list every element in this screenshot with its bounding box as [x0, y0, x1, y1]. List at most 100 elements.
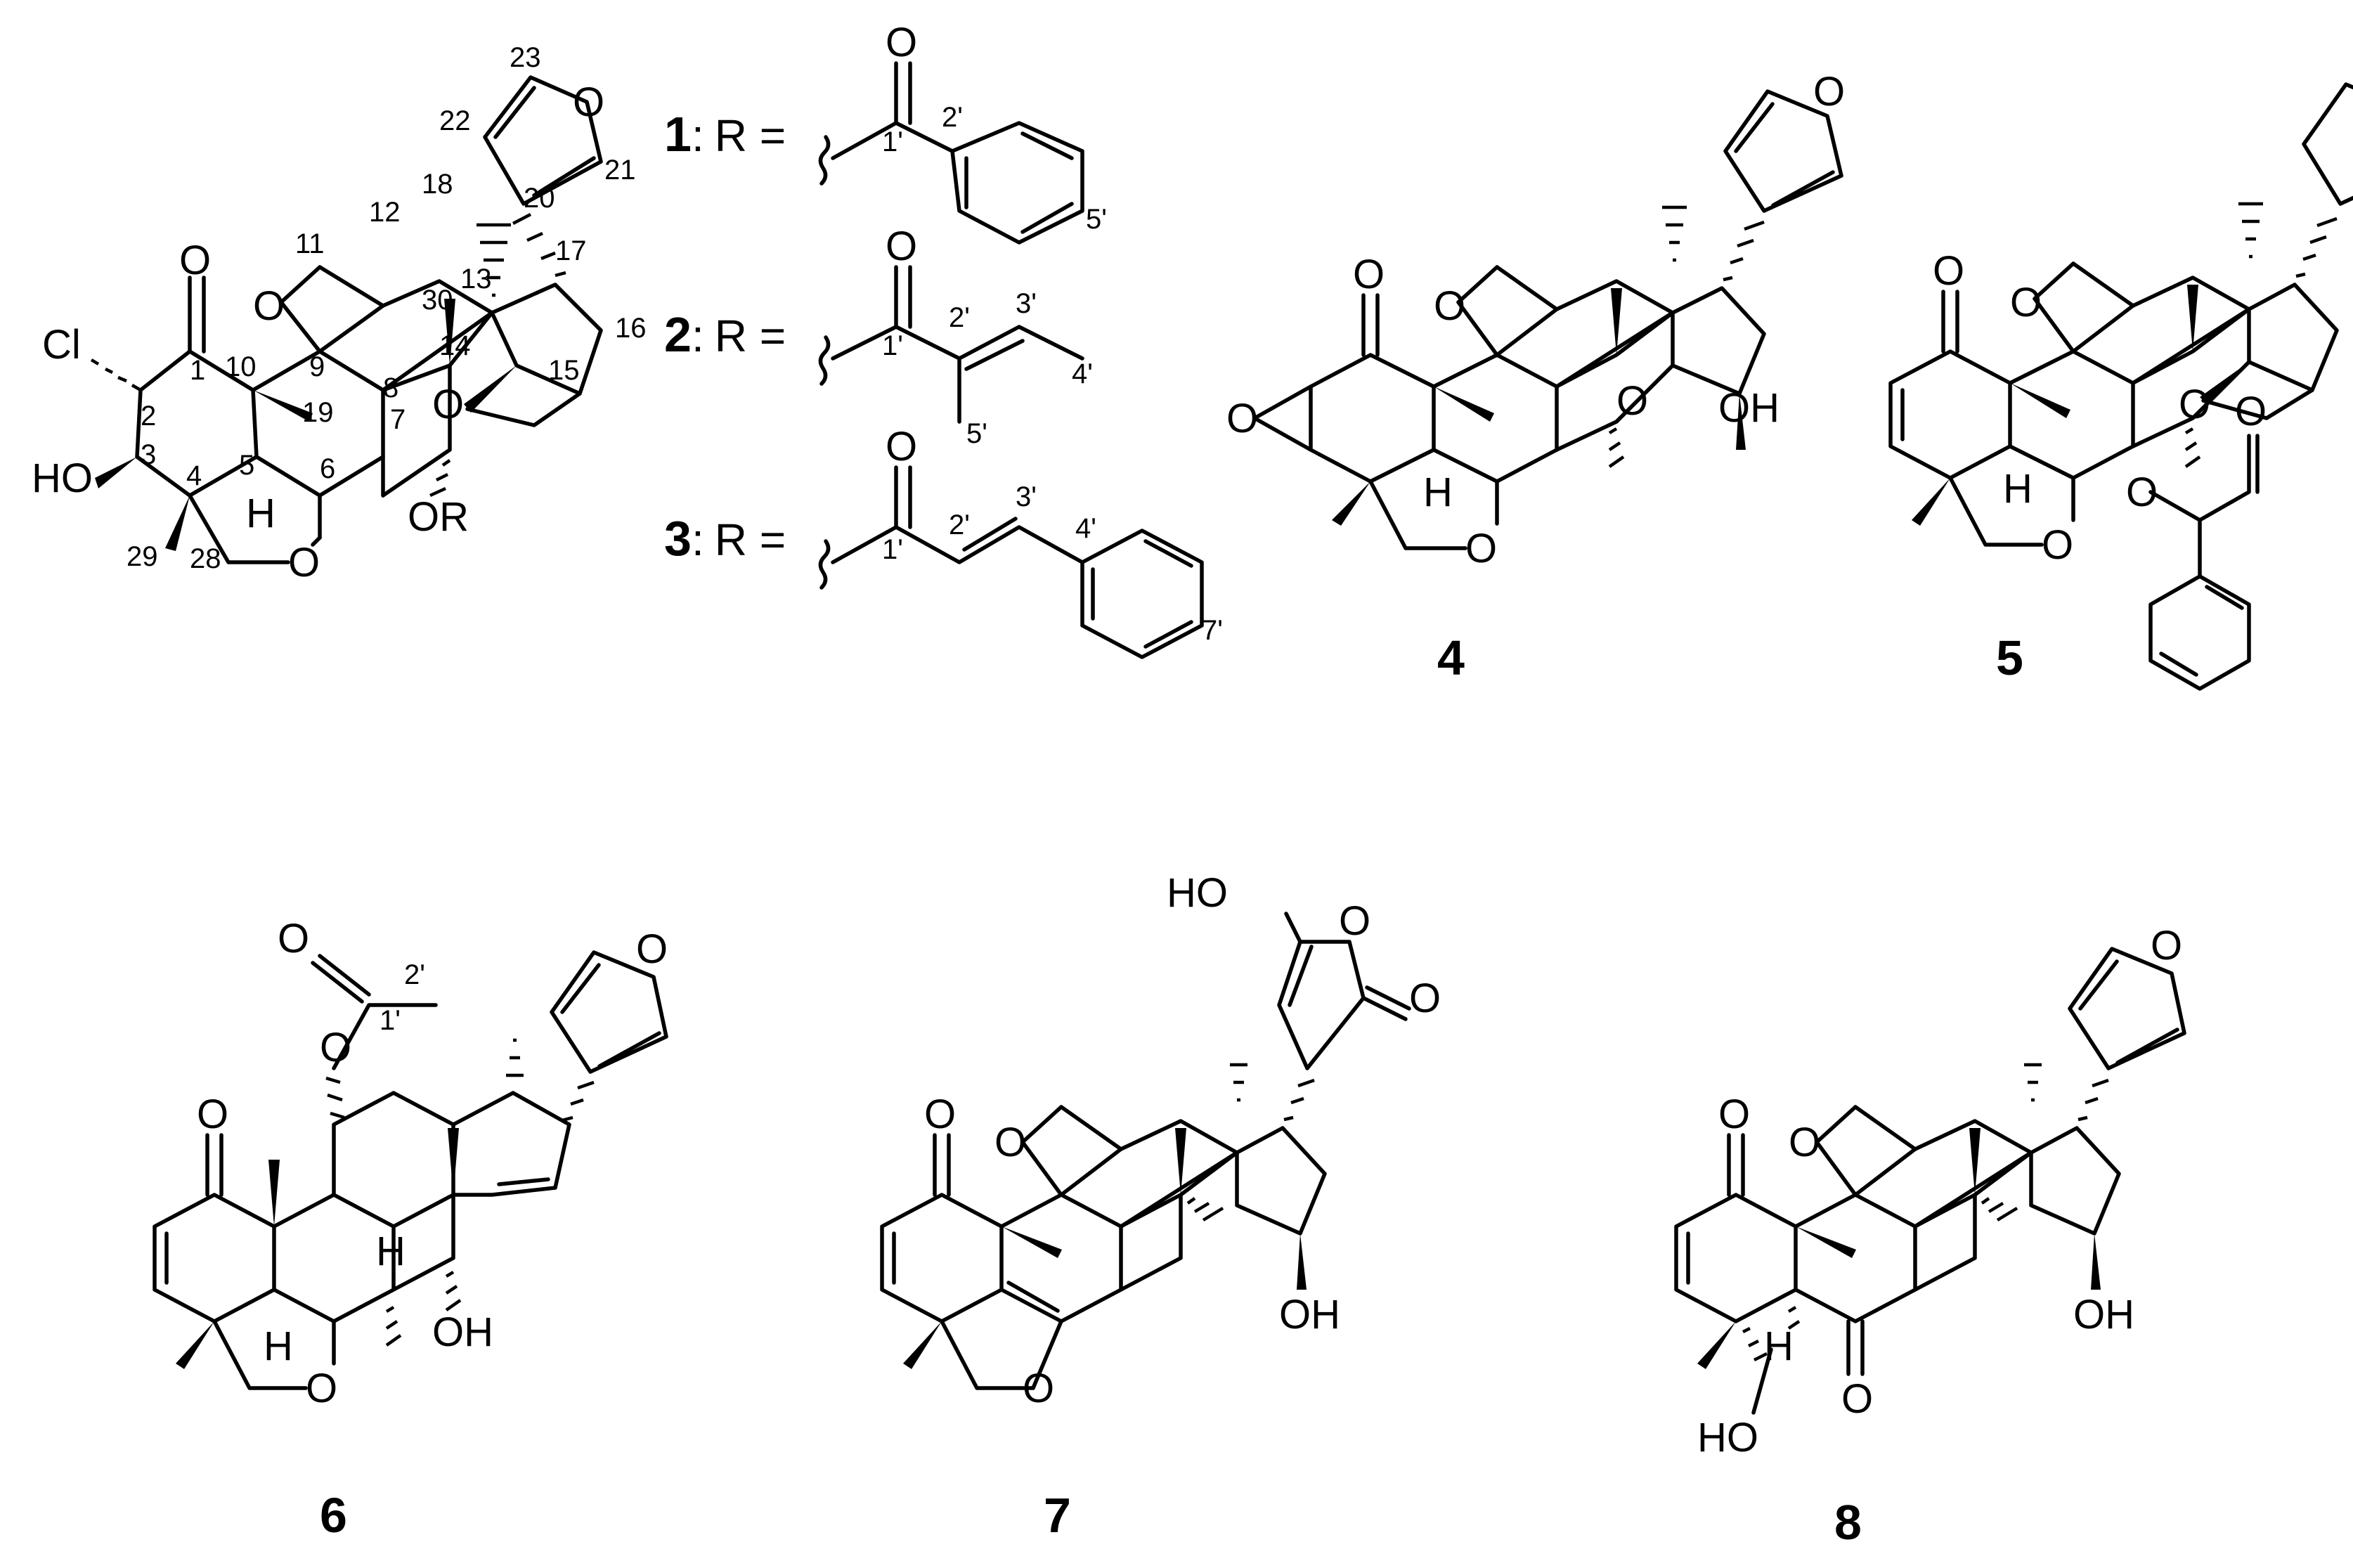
atom-o-ether: O [306, 1366, 337, 1411]
compound-1-structure [90, 75, 603, 564]
atom-h: H [1764, 1323, 1794, 1369]
atom-o-lactone-carbonyl: O [1409, 976, 1441, 1021]
r-group-separator: : [692, 514, 704, 565]
locant: 7' [1202, 615, 1223, 646]
atom-or: OR [408, 494, 469, 540]
atom-o: O [886, 424, 917, 469]
svg-text:1:R =: 1:R = [664, 107, 786, 162]
atom-o-ketone: O [179, 238, 211, 283]
locant: 10 [225, 351, 257, 382]
atom-o: O [1933, 248, 1964, 294]
locant: 1' [380, 1005, 401, 1036]
compound-5-atom-labels: O O O O O O O H [1933, 248, 2267, 568]
locant: 2' [404, 959, 425, 990]
compound-1-atom-labels: Cl HO O O O O O H OR [32, 79, 604, 585]
atom-h: H [1423, 469, 1453, 515]
atom-h5: H [246, 491, 276, 536]
atom-oh: OH [1279, 1292, 1340, 1337]
locant: 1 [190, 355, 205, 386]
locant: 7 [390, 404, 406, 435]
locant: 29 [127, 541, 158, 572]
atom-o: O [2126, 469, 2158, 515]
locant: 2 [141, 401, 156, 432]
locant: 1' [882, 330, 903, 361]
atom-o-acetyl: O [278, 916, 309, 961]
r-group-separator: : [692, 311, 704, 361]
compound-4-structure [1252, 89, 1843, 550]
locant: 13 [460, 264, 492, 294]
atom-o: O [2179, 382, 2210, 427]
compound-1-numbering: 1 2 3 4 5 6 7 8 9 10 11 12 13 14 15 16 1… [127, 42, 647, 574]
compound-6-structure [153, 950, 668, 1390]
r-group-separator: : [692, 110, 704, 161]
locant: 6 [320, 453, 335, 484]
atom-oh: OH [1718, 385, 1780, 431]
locant: 23 [510, 42, 541, 73]
locant: 4' [1075, 513, 1096, 544]
locant: 2' [942, 102, 963, 133]
atom-o: O [1841, 1376, 1873, 1422]
atom-o-epoxide-14-15: O [432, 382, 464, 427]
atom-oh: OH [2073, 1292, 2134, 1337]
locant: 19 [302, 397, 334, 428]
r-group-label: 1 [664, 107, 692, 162]
locant: 17 [555, 235, 587, 266]
atom-o-furan: O [636, 926, 668, 972]
locant: 5' [966, 418, 987, 449]
compound-8-atom-labels: O O O O H HO OH [1697, 923, 2182, 1460]
atom-o-ester: O [320, 1025, 351, 1070]
compound-6-label: 6 [320, 1488, 347, 1543]
locant: 9 [309, 351, 325, 382]
atom-o: O [2010, 280, 2042, 325]
atom-o: O [1023, 1366, 1054, 1411]
locant: 3' [1016, 481, 1037, 512]
locant: 20 [524, 183, 555, 214]
locant: 18 [422, 169, 453, 200]
r-group-2: 2:R = O 1' 2' 3' 4' 5' [664, 223, 1093, 449]
locant: 1' [882, 534, 903, 565]
atom-o-lactone-ring: O [1339, 898, 1370, 944]
atom-o-furan: O [573, 79, 604, 125]
compound-8-label: 8 [1834, 1495, 1862, 1550]
atom-ho: HO [1697, 1415, 1758, 1460]
atom-o: O [2235, 389, 2267, 434]
compound-8-structure [1674, 947, 2186, 1415]
atom-cl: Cl [42, 322, 81, 368]
atom-o: O [1434, 283, 1465, 329]
atom-o: O [1789, 1120, 1820, 1165]
svg-text:3:R =: 3:R = [664, 511, 786, 566]
atom-o: O [886, 223, 917, 269]
atom-o-epoxide-9-11: O [253, 283, 285, 329]
locant: 12 [369, 197, 401, 228]
compound-7-structure [880, 912, 1411, 1390]
atom-ho: HO [1167, 870, 1228, 916]
atom-ho: HO [32, 455, 93, 501]
compound-5-label: 5 [1996, 630, 2023, 685]
compound-7-label: 7 [1044, 1488, 1071, 1543]
compound-5-structure [1888, 82, 2353, 691]
r-group-label: 3 [664, 511, 692, 566]
locant: 28 [190, 543, 221, 574]
atom-o-furan: O [2151, 923, 2182, 968]
locant: 1' [882, 127, 903, 157]
locant: 14 [439, 330, 471, 361]
atom-o: O [1226, 396, 1258, 441]
locant: 3' [1016, 288, 1037, 319]
r-group-equation: R = [715, 311, 786, 361]
locant: 2' [949, 302, 970, 333]
locant: 21 [604, 155, 636, 186]
locant: 2' [949, 510, 970, 540]
atom-oh: OH [432, 1309, 493, 1355]
atom-o: O [924, 1091, 956, 1137]
locant: 4 [186, 460, 202, 491]
locant: 30 [422, 285, 453, 316]
compound-6-atom-labels: O O O O O H H OH 1' 2' [197, 916, 668, 1411]
atom-o: O [886, 20, 917, 65]
svg-text:2:R =: 2:R = [664, 307, 786, 362]
locant: 4' [1072, 358, 1093, 389]
atom-h: H [264, 1323, 293, 1369]
r-group-3: 3:R = O 1' 2' 3' 4' 7' [664, 424, 1223, 659]
locant: 16 [615, 313, 647, 344]
atom-o: O [1718, 1091, 1750, 1137]
compound-7-atom-labels: HO O O O O O OH [924, 870, 1441, 1411]
